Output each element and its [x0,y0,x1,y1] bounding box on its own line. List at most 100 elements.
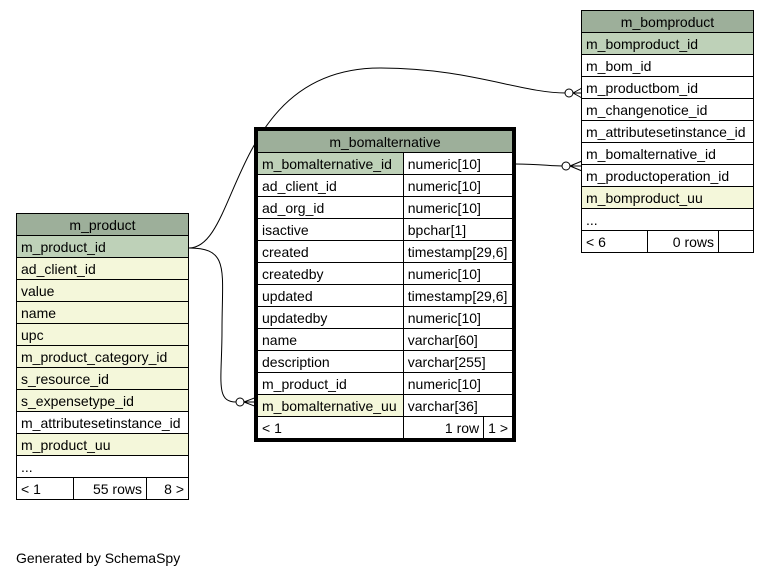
fk-optional-marker [561,161,571,171]
column-row[interactable]: m_bomproduct_id [581,32,754,55]
column-type: timestamp[29,6] [402,284,514,307]
footer-children-link[interactable] [718,230,754,253]
column-row[interactable]: value [16,279,189,302]
column-row[interactable]: m_productoperation_id [581,164,754,187]
column-row[interactable]: m_attributesetinstance_id [16,411,189,434]
column-type: varchar[60] [402,328,514,351]
column-name[interactable]: m_bom_id [581,54,754,77]
fk-optional-marker [564,88,574,98]
column-name[interactable]: m_bomproduct_id [581,32,754,55]
column-name[interactable]: m_product_id [257,372,404,395]
column-name[interactable]: m_attributesetinstance_id [581,120,754,143]
generated-by-text: Generated by SchemaSpy [16,550,181,566]
column-name[interactable]: name [16,301,189,324]
footer-parents-link[interactable]: < 6 [581,230,648,253]
column-type: numeric[10] [402,152,514,175]
column-name[interactable]: description [257,350,404,373]
column-name[interactable]: ... [16,455,189,478]
table-title[interactable]: m_bomproduct [581,10,754,33]
column-name[interactable]: s_expensetype_id [16,389,189,412]
column-name[interactable]: name [257,328,404,351]
footer-row-count: 55 rows [73,477,147,500]
table-title[interactable]: m_bomalternative [257,130,513,153]
column-name[interactable]: ... [581,208,754,231]
footer-children-link[interactable]: 1 > [483,416,513,439]
column-row[interactable]: m_product_category_id [16,345,189,368]
footer-children-link[interactable]: 8 > [146,477,189,500]
column-row[interactable]: m_attributesetinstance_id [581,120,754,143]
column-row[interactable]: m_bomproduct_uu [581,186,754,209]
column-name[interactable]: m_bomalternative_id [581,142,754,165]
fk-line-product-to-bomproduct [188,67,567,249]
column-type: varchar[255] [402,350,514,373]
column-name[interactable]: updated [257,284,404,307]
column-name[interactable]: ad_client_id [257,174,404,197]
table-title[interactable]: m_product [16,213,189,236]
column-name[interactable]: m_product_id [16,235,189,258]
column-row[interactable]: name [16,301,189,324]
column-type: numeric[10] [402,306,514,329]
column-row[interactable]: ad_client_id [16,257,189,280]
column-name[interactable]: m_changenotice_id [581,98,754,121]
column-name[interactable]: m_product_category_id [16,345,189,368]
column-name[interactable]: createdby [257,262,404,285]
column-name[interactable]: created [257,240,404,263]
column-name[interactable]: m_productoperation_id [581,164,754,187]
column-name[interactable]: m_attributesetinstance_id [16,411,189,434]
column-name[interactable]: m_bomalternative_uu [257,394,404,417]
column-type: numeric[10] [402,372,514,395]
column-name[interactable]: m_bomproduct_uu [581,186,754,209]
fk-crowfoot-marker [569,160,583,172]
column-row[interactable]: upc [16,323,189,346]
column-type: numeric[10] [402,174,514,197]
column-row[interactable]: m_product_id [16,235,189,258]
column-row[interactable]: ... [16,455,189,478]
column-name[interactable]: m_product_uu [16,433,189,456]
footer-row-count: 0 rows [647,230,719,253]
footer-row-count: 1 row [402,416,485,439]
footer-parents-link[interactable]: < 1 [257,416,404,439]
fk-line-product-to-bomalternative [188,247,237,403]
column-row[interactable]: s_resource_id [16,367,189,390]
column-type: bpchar[1] [402,218,514,241]
column-name[interactable]: upc [16,323,189,346]
column-row[interactable]: s_expensetype_id [16,389,189,412]
fk-line-bomalternative-to-bomproduct [514,163,563,167]
column-name[interactable]: s_resource_id [16,367,189,390]
column-type: numeric[10] [402,196,514,219]
column-row[interactable]: m_changenotice_id [581,98,754,121]
column-row[interactable]: m_productbom_id [581,76,754,99]
column-row[interactable]: m_bom_id [581,54,754,77]
fk-optional-marker [235,397,245,407]
column-type: timestamp[29,6] [402,240,514,263]
footer-parents-link[interactable]: < 1 [16,477,74,500]
fk-crowfoot-marker [243,396,258,408]
column-name[interactable]: updatedby [257,306,404,329]
fk-crowfoot-marker [572,87,583,99]
column-name[interactable]: m_productbom_id [581,76,754,99]
column-name[interactable]: ad_org_id [257,196,404,219]
column-name[interactable]: ad_client_id [16,257,189,280]
column-name[interactable]: value [16,279,189,302]
column-name[interactable]: isactive [257,218,404,241]
column-name[interactable]: m_bomalternative_id [257,152,404,175]
column-row[interactable]: m_bomalternative_id [581,142,754,165]
column-row[interactable]: ... [581,208,754,231]
column-row[interactable]: m_product_uu [16,433,189,456]
